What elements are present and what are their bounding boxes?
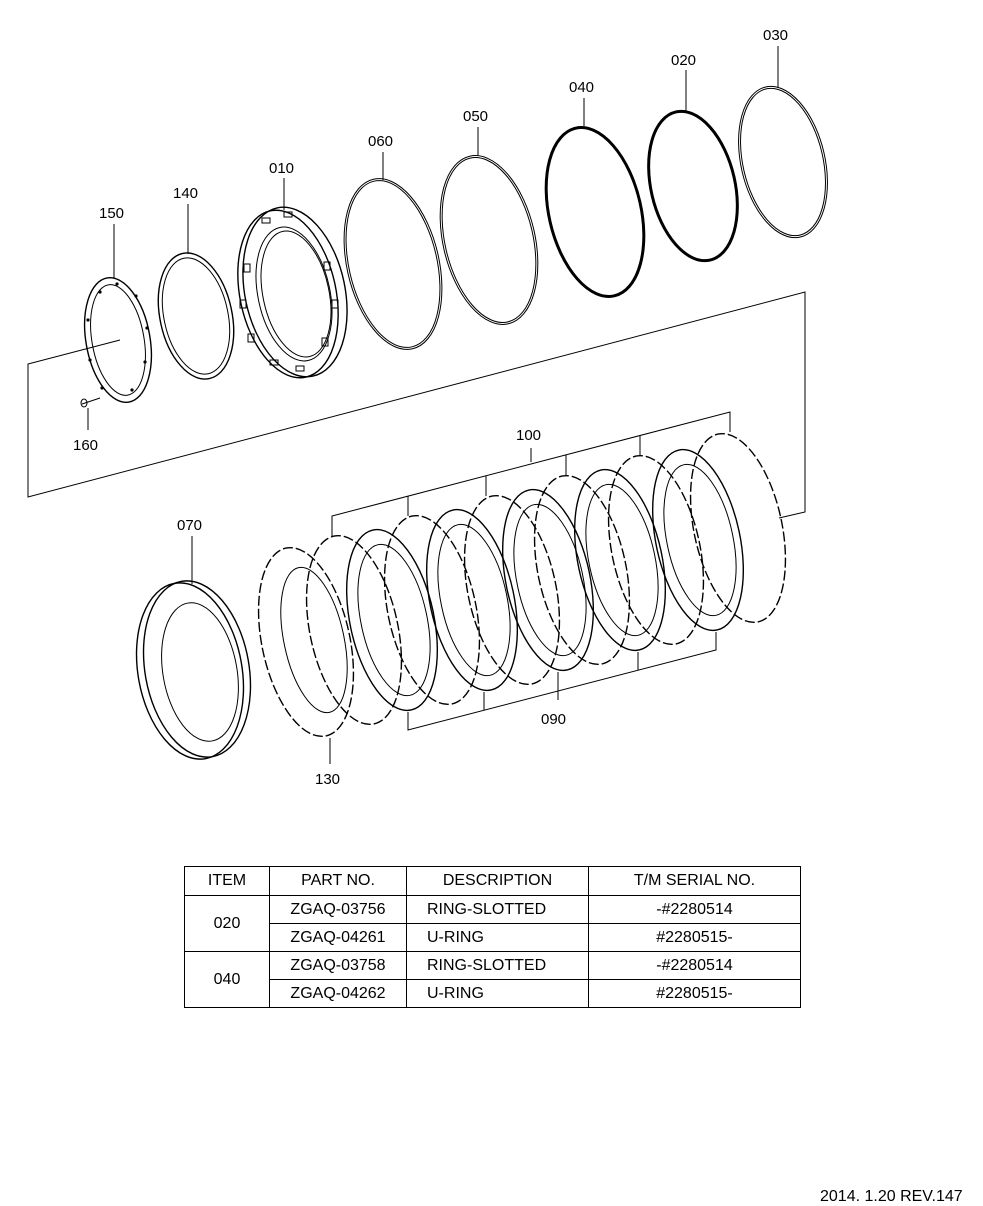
part-no-cell: ZGAQ-03756 — [269, 895, 407, 924]
table-row: ZGAQ-04261 U-RING #2280515- — [185, 923, 801, 952]
description-cell: RING-SLOTTED — [406, 895, 589, 924]
part-no-cell: ZGAQ-03758 — [269, 951, 407, 980]
table-row: 020 ZGAQ-03756 RING-SLOTTED -#2280514 — [184, 895, 801, 952]
callout-160: 160 — [73, 437, 98, 454]
bracket-100 — [331, 411, 731, 536]
table-header-row: ITEM PART NO. DESCRIPTION T/M SERIAL NO. — [184, 866, 801, 896]
callout-090: 090 — [541, 711, 566, 728]
serial-cell: #2280515- — [588, 979, 801, 1008]
item-cell: 020 — [184, 895, 270, 952]
header-description: DESCRIPTION — [406, 866, 589, 896]
description-cell: U-RING — [406, 979, 589, 1008]
serial-cell: #2280515- — [588, 923, 801, 952]
part-no-cell: ZGAQ-04262 — [269, 979, 407, 1008]
part-030-ring — [738, 85, 828, 239]
callout-060: 060 — [368, 133, 393, 150]
callout-150: 150 — [99, 205, 124, 222]
revision-footer: 2014. 1.20 REV.147 — [820, 1188, 963, 1205]
bracket-090 — [407, 632, 717, 731]
callout-130: 130 — [315, 771, 340, 788]
callout-010: 010 — [269, 160, 294, 177]
part-050-ring — [439, 155, 539, 325]
callout-070: 070 — [177, 517, 202, 534]
serial-cell: -#2280514 — [588, 895, 801, 924]
part-no-cell: ZGAQ-04261 — [269, 923, 407, 952]
table-row: ZGAQ-04262 U-RING #2280515- — [185, 979, 801, 1008]
part-090-friction-discs — [345, 448, 745, 712]
header-part-no: PART NO. — [269, 866, 407, 896]
header-item: ITEM — [184, 866, 270, 896]
serial-cell: -#2280514 — [588, 951, 801, 980]
part-070-plate — [135, 580, 252, 760]
description-cell: U-RING — [406, 923, 589, 952]
part-150-plate — [83, 277, 153, 403]
part-020-ring — [647, 109, 739, 263]
description-cell: RING-SLOTTED — [406, 951, 589, 980]
part-100-steel-plates — [257, 432, 787, 738]
exploded-parts-diagram: 030 020 040 050 060 010 140 150 160 100 … — [27, 27, 828, 788]
callout-040: 040 — [569, 79, 594, 96]
part-010-piston — [237, 206, 348, 379]
callout-020: 020 — [671, 52, 696, 69]
item-cell: 040 — [184, 951, 270, 1008]
callout-030: 030 — [763, 27, 788, 44]
callout-140: 140 — [173, 185, 198, 202]
part-060-ring — [343, 178, 443, 350]
leader-lines — [87, 46, 779, 764]
table-row: 040 ZGAQ-03758 RING-SLOTTED -#2280514 — [184, 951, 801, 1008]
part-160-bolt — [80, 397, 101, 408]
part-140-ring — [157, 252, 235, 380]
callout-100: 100 — [516, 427, 541, 444]
parts-table: ITEM PART NO. DESCRIPTION T/M SERIAL NO.… — [184, 866, 801, 1008]
upper-bracket-frame — [27, 291, 806, 519]
part-040-ring — [544, 126, 646, 298]
callout-050: 050 — [463, 108, 488, 125]
header-serial: T/M SERIAL NO. — [588, 866, 801, 896]
